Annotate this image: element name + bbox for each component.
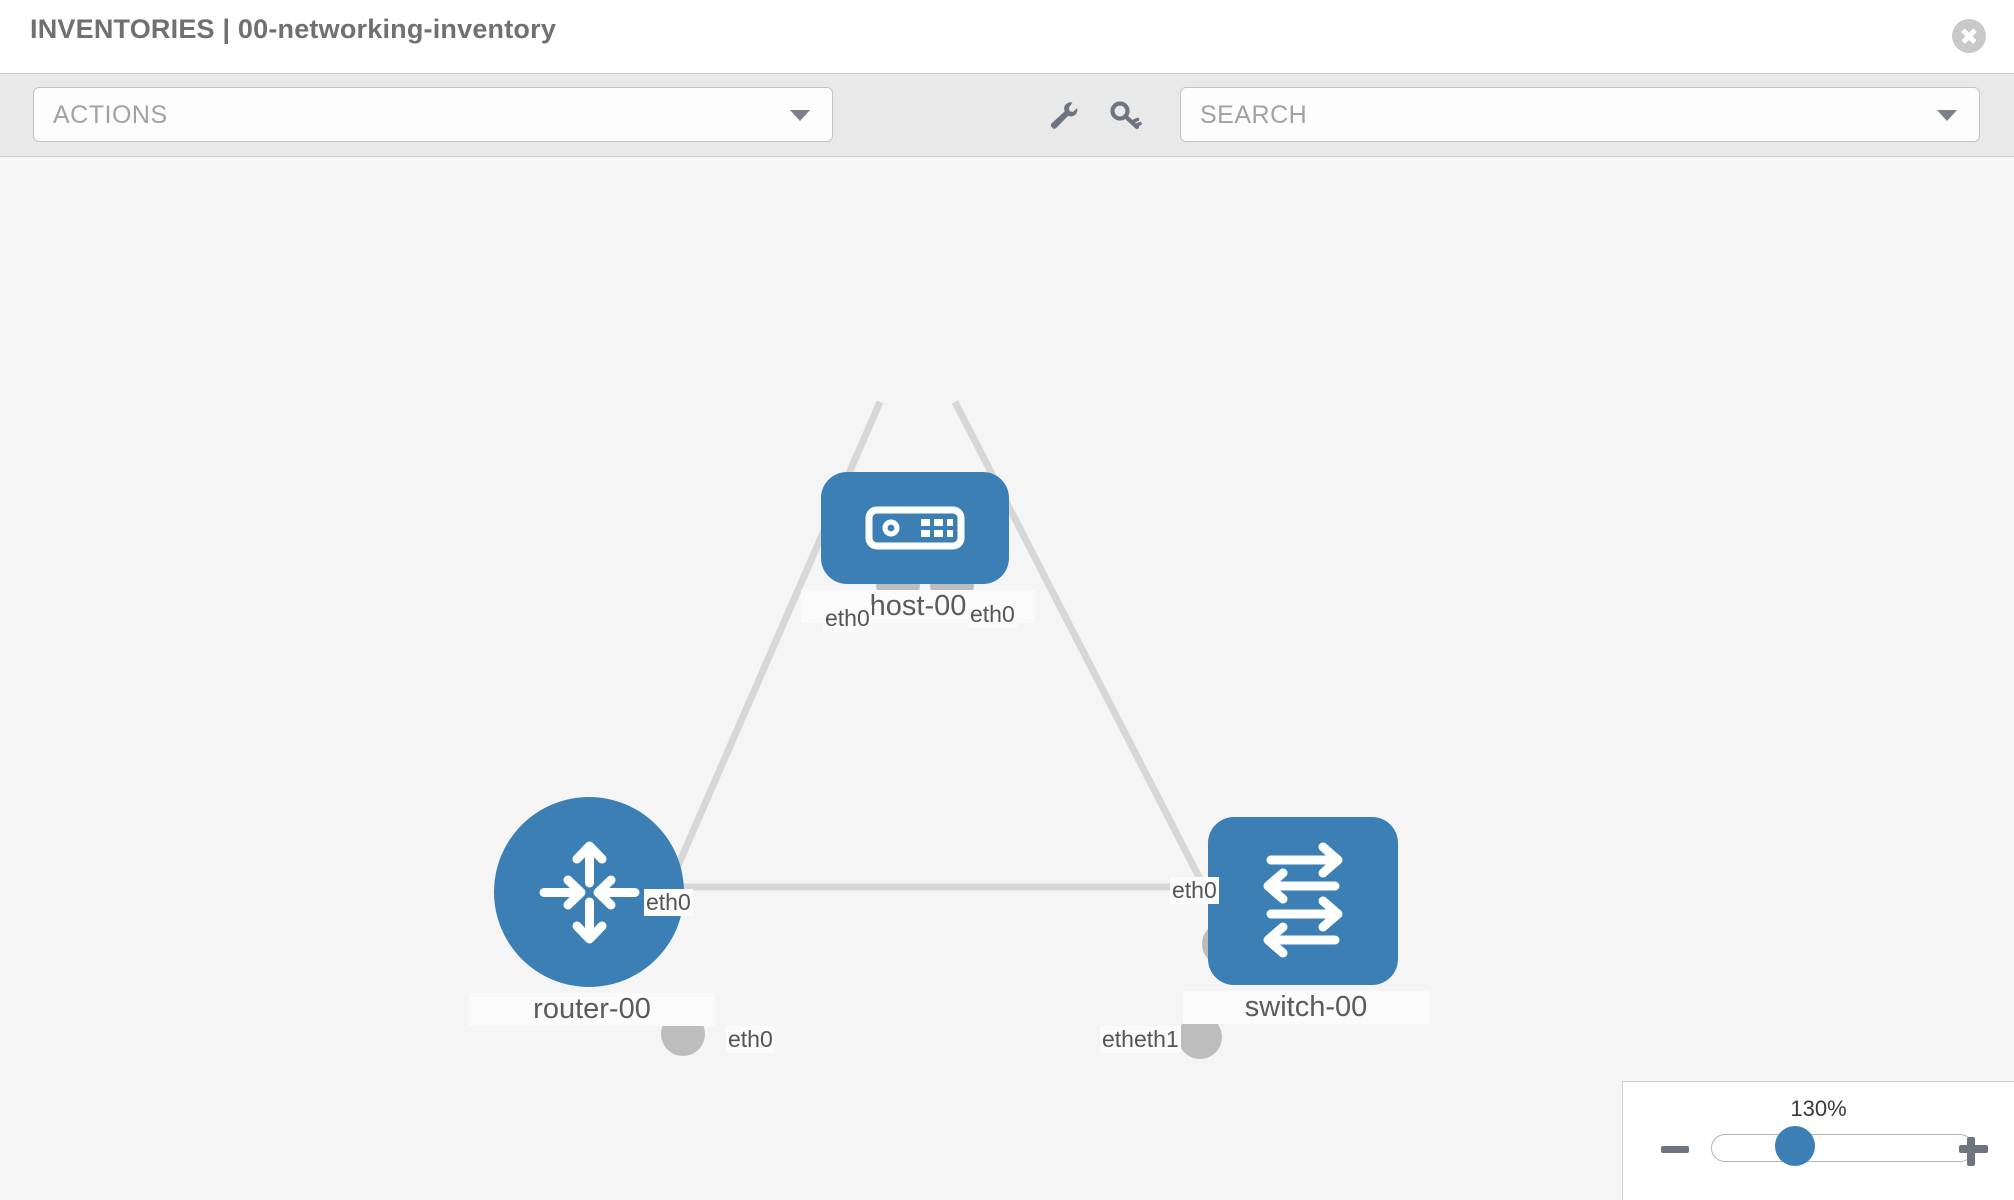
node-router-00-label: router-00 [469, 993, 715, 1026]
zoom-slider-track[interactable] [1711, 1134, 1974, 1162]
edge-label-host-right: eth0 [968, 601, 1017, 628]
edge-label-switch-left: etheth1 [1100, 1026, 1181, 1053]
switch-icon [1263, 842, 1343, 958]
edge-label-router-right: eth0 [726, 1026, 775, 1053]
search-placeholder: SEARCH [1200, 101, 1308, 129]
node-switch-00-label: switch-00 [1183, 991, 1429, 1024]
edge-label-router-upper: eth0 [644, 889, 693, 916]
zoom-out-button[interactable] [1658, 1132, 1692, 1166]
node-switch-00-shape[interactable] [1208, 817, 1398, 985]
edge-label-switch-upper: eth0 [1170, 877, 1219, 904]
zoom-slider-thumb[interactable] [1775, 1126, 1815, 1166]
title-bar: INVENTORIES | 00-networking-inventory [0, 0, 2014, 73]
zoom-control-panel: 130% [1622, 1081, 2014, 1200]
server-icon [865, 506, 965, 550]
topology-links [656, 400, 1244, 959]
close-icon[interactable] [1952, 19, 1986, 53]
actions-dropdown[interactable]: ACTIONS [33, 87, 833, 142]
chevron-down-icon[interactable] [1937, 109, 1957, 121]
search-input[interactable]: SEARCH [1180, 87, 1980, 142]
toolbar: ACTIONS SEARCH [0, 73, 2014, 157]
node-host-00-shape[interactable] [821, 472, 1009, 584]
zoom-level-value: 130% [1790, 1096, 1847, 1121]
page-title: INVENTORIES | 00-networking-inventory [30, 14, 557, 44]
wrench-icon[interactable] [1043, 96, 1083, 136]
chevron-down-icon [790, 109, 810, 121]
router-icon [539, 841, 639, 943]
actions-dropdown-label: ACTIONS [53, 101, 168, 129]
zoom-in-button[interactable] [1956, 1132, 1990, 1166]
key-icon[interactable] [1106, 96, 1146, 136]
topology-canvas[interactable]: host-00 rout [0, 157, 2014, 1200]
edge-label-host-left: eth0 [823, 605, 872, 632]
